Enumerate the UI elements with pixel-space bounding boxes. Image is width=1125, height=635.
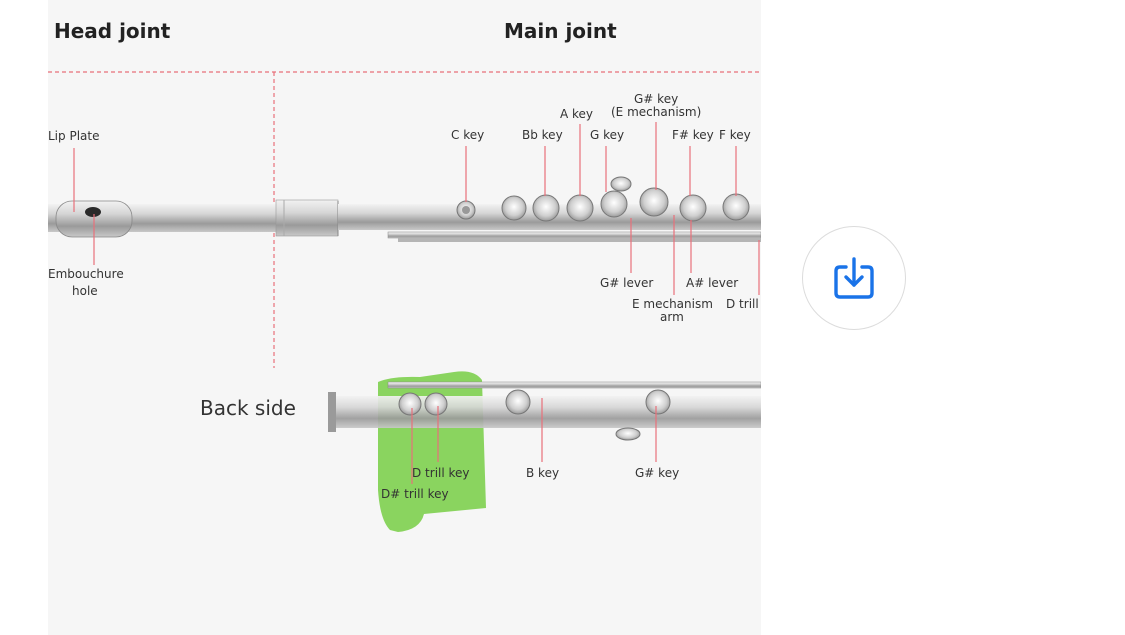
label-g-key: G key <box>590 128 625 142</box>
label-dsharp-trill-key: D# trill key <box>381 487 449 501</box>
label-fsharp-key: F# key <box>672 128 714 142</box>
main-joint-title: Main joint <box>504 19 617 43</box>
label-bb-key: Bb key <box>522 128 563 142</box>
label-gsharp-lever: G# lever <box>600 276 654 290</box>
label-lip-plate: Lip Plate <box>48 129 100 143</box>
label-gsharp-key-line1: G# key <box>634 92 679 106</box>
label-pointers <box>73 122 760 484</box>
label-d-trill-key: D trill key <box>412 466 470 480</box>
label-embouchure-hole-line2: hole <box>72 284 98 298</box>
flute-front <box>48 176 761 242</box>
label-back-side: Back side <box>200 396 296 420</box>
flute-illustration <box>48 71 761 532</box>
label-f-key: F key <box>719 128 751 142</box>
label-asharp-lever: A# lever <box>686 276 739 290</box>
label-embouchure-hole-line1: Embouchure <box>48 267 124 281</box>
head-joint-title: Head joint <box>54 19 171 43</box>
label-a-key: A key <box>560 107 594 121</box>
label-d-trill: D trill <box>726 297 759 311</box>
download-icon <box>834 257 874 299</box>
label-b-key: B key <box>526 466 560 480</box>
flute-back <box>328 371 761 532</box>
label-e-mechanism-arm-line1: E mechanism <box>632 297 713 311</box>
flute-diagram: Head joint Main joint Lip Plate Embouchu… <box>48 0 761 635</box>
label-gsharp-key-line2: (E mechanism) <box>611 105 702 119</box>
download-button[interactable] <box>802 226 906 330</box>
label-gsharp-key-back: G# key <box>635 466 680 480</box>
label-c-key: C key <box>451 128 485 142</box>
label-e-mechanism-arm-line2: arm <box>660 310 684 324</box>
